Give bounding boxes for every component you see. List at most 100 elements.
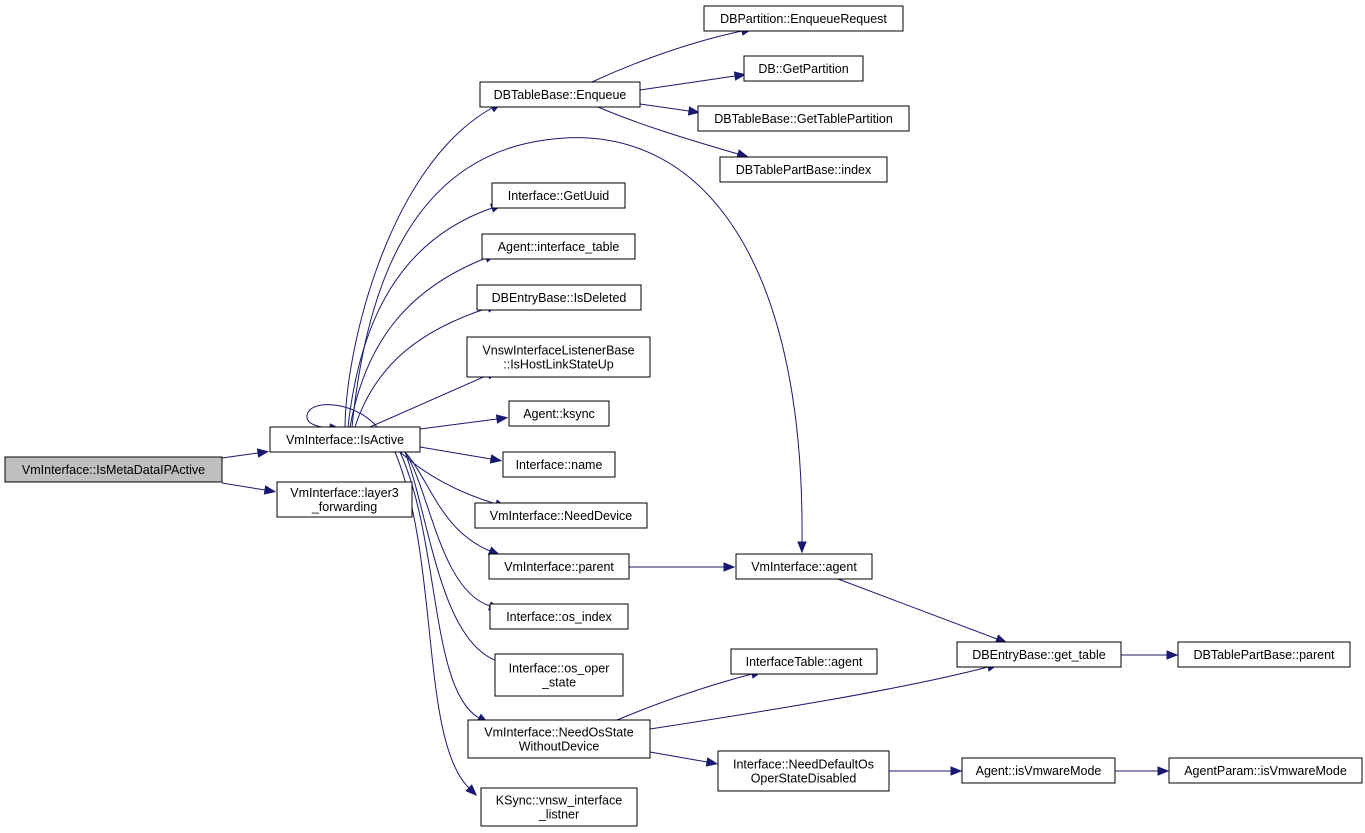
node-root[interactable]: VmInterface::IsMetaDataIPActive	[4, 456, 223, 483]
node-label: VmInterface::NeedOsState	[484, 726, 633, 740]
edge-isactive-to-ifname	[419, 446, 503, 464]
edge-needdefos-to-isvmw	[889, 766, 963, 776]
node-needdefos[interactable]: Interface::NeedDefaultOsOperStateDisable…	[717, 750, 890, 792]
node-label: VmInterface::agent	[751, 560, 857, 574]
edge-line	[639, 75, 736, 91]
edge-line	[419, 418, 498, 430]
node-tpindex[interactable]: DBTablePartBase::index	[719, 156, 888, 183]
node-vmparent[interactable]: VmInterface::parent	[488, 553, 630, 580]
node-osoper[interactable]: Interface::os_oper_state	[494, 653, 624, 697]
node-label: OperStateDisabled	[751, 772, 857, 786]
node-box	[502, 451, 616, 478]
edge-line	[399, 451, 480, 719]
edge-isactive-to-vmagent	[351, 137, 807, 554]
edge-line	[639, 103, 690, 112]
node-label: KSync::vnsw_interface	[496, 794, 622, 808]
node-box	[735, 553, 873, 580]
edge-root-to-l3fwd	[221, 482, 277, 495]
node-box	[481, 233, 636, 260]
node-box	[467, 719, 651, 759]
edge-vmagent-to-gettable	[837, 578, 1008, 644]
edge-line	[399, 451, 497, 505]
node-box	[1177, 641, 1351, 668]
call-nodes: VmInterface::IsMetaDataIPActiveVmInterfa…	[4, 5, 1363, 827]
node-box	[508, 400, 610, 427]
node-label: VmInterface::IsActive	[286, 433, 404, 447]
node-enqreq[interactable]: DBPartition::EnqueueRequest	[703, 5, 904, 32]
node-gettable[interactable]: DBEntryBase::get_table	[956, 641, 1122, 668]
node-box	[703, 5, 904, 32]
edge-line	[404, 451, 498, 662]
arrowhead	[465, 784, 478, 796]
edge-line	[419, 446, 492, 460]
node-box	[494, 653, 624, 697]
edge-vmparent-to-vmagent	[629, 562, 736, 572]
node-vmagent[interactable]: VmInterface::agent	[735, 553, 873, 580]
node-box	[4, 456, 223, 483]
node-iftagent[interactable]: InterfaceTable::agent	[730, 648, 878, 675]
node-label: WithoutDevice	[519, 740, 600, 754]
node-ksyncvnsw[interactable]: KSync::vnsw_interface_listner	[480, 787, 638, 827]
node-label: Interface::GetUuid	[508, 189, 609, 203]
node-isactive[interactable]: VmInterface::IsActive	[269, 426, 421, 453]
edge-line	[369, 374, 489, 428]
edge-line	[221, 452, 259, 459]
node-box	[491, 182, 626, 209]
edge-isactive-to-ksync	[419, 414, 509, 430]
node-label: DBPartition::EnqueueRequest	[720, 12, 887, 26]
node-label: DB::GetPartition	[758, 62, 848, 76]
edge-line	[404, 451, 491, 607]
edge-isactive-to-getuuid	[347, 203, 503, 428]
node-label: AgentParam::isVmwareMode	[1184, 764, 1347, 778]
edge-isvmw-to-apvmw	[1115, 766, 1170, 776]
node-apvmw[interactable]: AgentParam::isVmwareMode	[1168, 757, 1363, 784]
node-ksync[interactable]: Agent::ksync	[508, 400, 610, 427]
node-box	[479, 81, 641, 108]
node-ifname[interactable]: Interface::name	[502, 451, 616, 478]
node-isdeleted[interactable]: DBEntryBase::IsDeleted	[476, 284, 642, 311]
node-getuuid[interactable]: Interface::GetUuid	[491, 182, 626, 209]
node-isvmw[interactable]: Agent::isVmwareMode	[961, 757, 1116, 784]
node-needdev[interactable]: VmInterface::NeedDevice	[474, 502, 648, 529]
node-gettblpart[interactable]: DBTableBase::GetTablePartition	[697, 105, 910, 132]
arrowhead	[723, 562, 736, 572]
node-getpart[interactable]: DB::GetPartition	[743, 55, 864, 82]
node-label: Agent::interface_table	[498, 240, 620, 254]
node-label: _listner	[538, 808, 579, 822]
edge-needos-to-needdefos	[649, 751, 719, 767]
arrowhead	[263, 485, 277, 495]
node-l3fwd[interactable]: VmInterface::layer3_forwarding	[276, 481, 413, 518]
node-box	[474, 502, 648, 529]
node-label: VmInterface::layer3	[290, 486, 398, 500]
node-box	[719, 156, 888, 183]
node-enqueue[interactable]: DBTableBase::Enqueue	[479, 81, 641, 108]
edge-line	[354, 307, 489, 428]
edge-line	[347, 207, 493, 428]
edge-isactive-to-osindex	[404, 451, 501, 611]
edge-line	[404, 451, 491, 552]
edge-gettable-to-tpparent	[1121, 650, 1179, 660]
edge-line	[597, 106, 739, 155]
edge-root-to-isactive	[221, 448, 270, 459]
arrowhead	[1157, 766, 1170, 776]
node-iftable[interactable]: Agent::interface_table	[481, 233, 636, 260]
node-label: DBEntryBase::get_table	[972, 648, 1105, 662]
node-box	[697, 105, 910, 132]
edge-line	[649, 666, 989, 730]
node-tpparent[interactable]: DBTablePartBase::parent	[1177, 641, 1351, 668]
node-label: Interface::NeedDefaultOs	[733, 758, 874, 772]
node-box	[1168, 757, 1363, 784]
node-box	[488, 553, 630, 580]
edge-isactive-to-hostlink	[369, 370, 499, 428]
node-label: Interface::name	[516, 458, 603, 472]
edge-line	[306, 404, 378, 429]
edge-line	[349, 257, 487, 428]
node-hostlink[interactable]: VnswInterfaceListenerBase::IsHostLinkSta…	[466, 336, 651, 378]
node-label: VmInterface::NeedDevice	[490, 509, 632, 523]
node-label: Agent::isVmwareMode	[976, 764, 1102, 778]
arrowhead	[256, 448, 270, 458]
node-osindex[interactable]: Interface::os_index	[489, 603, 629, 630]
node-label: ::IsHostLinkStateUp	[503, 358, 614, 372]
